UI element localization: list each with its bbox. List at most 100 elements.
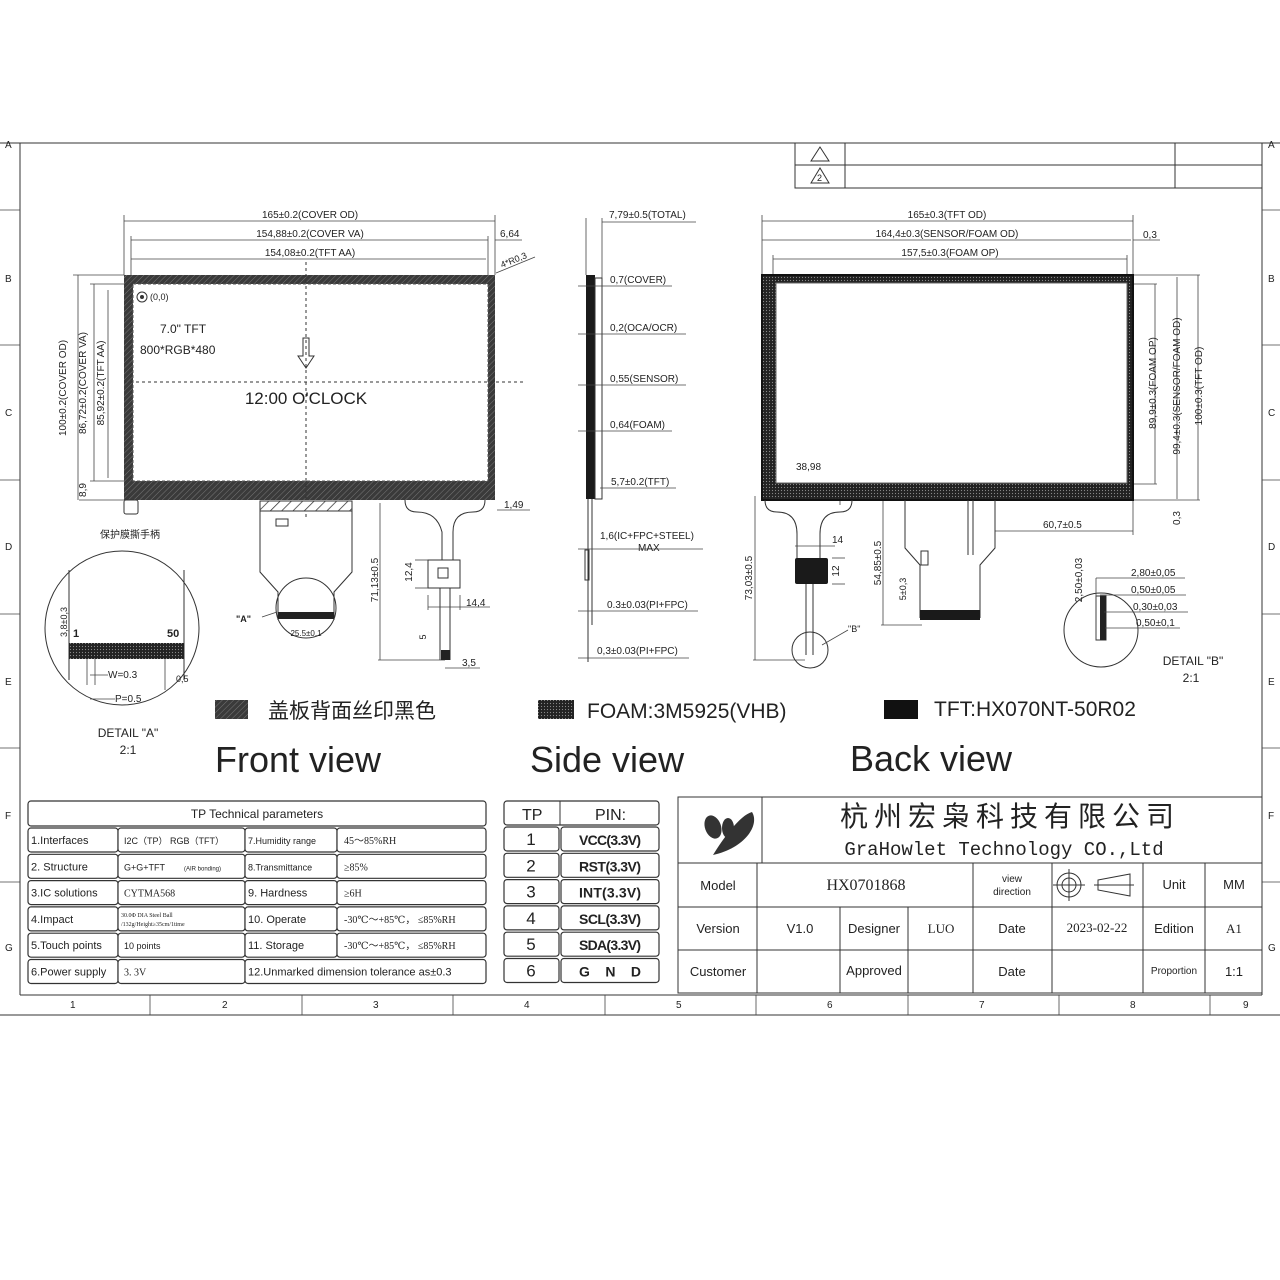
dim-cover-od-height: 100±0.2(COVER OD) (58, 340, 69, 436)
detail-a-pin-last: 50 (167, 628, 179, 640)
detail-a-pin-first: 1 (73, 628, 79, 640)
revision-triangle-icon (810, 167, 830, 184)
back-main-fpc (904, 500, 996, 618)
tp-param-value: 45～85%RH (344, 836, 396, 847)
tp-param-name: 3.IC solutions (31, 888, 98, 900)
tp-param-name: 8.Transmittance (248, 862, 312, 872)
revision-triangle-icon (810, 146, 830, 162)
dim-bottom-offset: 8,9 (78, 483, 89, 497)
row-letter: F (5, 811, 11, 822)
pin-number: 1 (526, 830, 535, 849)
company-name-en: GraHowlet Technology CO.,Ltd (844, 839, 1163, 861)
dim-corner-radius: 4*R0,3 (499, 250, 528, 270)
back-view: 165±0.3(TFT OD) 164,4±0.3(SENSOR/FOAM OD… (744, 210, 1223, 685)
back-dim-fpc2-x: 60,7±0.5 (1043, 520, 1082, 531)
back-tp-stiffener (795, 558, 828, 584)
tp-param-value: -30℃～+85℃， ≤85%RH (344, 915, 456, 926)
side-dim-total: 7,79±0.5(TOTAL) (609, 210, 686, 221)
row-letter: B (1268, 274, 1275, 285)
detail-b-dim: 0,50±0,05 (1131, 585, 1176, 596)
detail-b-dim: 2,80±0,05 (1131, 568, 1176, 579)
detail-b-marker: "B" (848, 624, 860, 634)
designer-value: LUO (928, 921, 955, 936)
tp-params-title: TP Technical parameters (191, 807, 323, 821)
side-view-title: Side view (530, 739, 685, 780)
col-number: 8 (1130, 1000, 1136, 1011)
company-logo (704, 812, 755, 855)
dim-stiffener-width: 14,4 (466, 598, 486, 609)
col-number: 7 (979, 1000, 985, 1011)
side-dim-max: MAX (638, 543, 660, 554)
detail-b-circle (1063, 592, 1139, 668)
detail-a-callout (275, 577, 337, 639)
row-letter: B (5, 274, 12, 285)
panel-size-label: 7.0" TFT (160, 322, 207, 336)
back-dim-fpc-length: 73,03±0.5 (744, 555, 755, 600)
back-dim-offset-bottom: 0,3 (1172, 511, 1183, 525)
detail-a-title: DETAIL "A" (98, 726, 159, 740)
pin-name: INT(3.3V) (579, 885, 641, 901)
side-tft-layer (594, 277, 603, 500)
col-number: 5 (676, 1000, 682, 1011)
unit-label: Unit (1162, 877, 1186, 892)
proportion-value: 1:1 (1225, 964, 1243, 979)
tp-param-value: 10 points (124, 941, 161, 951)
detail-a-pins (69, 643, 184, 659)
dim-offset-right: 6,64 (500, 229, 520, 240)
main-fpc (259, 511, 353, 620)
detail-b-callout (791, 631, 829, 669)
row-letter: E (1268, 677, 1275, 688)
back-dim-stiff-width: 14 (832, 535, 844, 546)
back-dim-tail: 5±0,3 (898, 578, 908, 600)
version-label: Version (696, 921, 739, 936)
revision-number: 2 (817, 173, 822, 183)
pin-name: GND (579, 964, 641, 980)
protective-film-tab-label: 保护膜撕手柄 (100, 528, 160, 541)
dim-fpc-length: 71,13±0.5 (370, 557, 381, 602)
row-letter: G (1268, 943, 1276, 954)
customer-label: Customer (690, 964, 747, 979)
side-dim-pi-fpc-2: 0,3±0.03(PI+FPC) (597, 646, 678, 657)
dim-tail-length: 5 (418, 634, 428, 639)
detail-b-title: DETAIL "B" (1163, 654, 1224, 668)
detail-a-height: 3,8±0,3 (59, 607, 69, 637)
back-dim-sensor-od-width: 164,4±0.3(SENSOR/FOAM OD) (876, 229, 1019, 240)
proportion-label: Proportion (1151, 966, 1197, 977)
tp-param-name: 9. Hardness (248, 888, 308, 900)
col-number: 2 (222, 1000, 228, 1011)
back-tp-fpc (764, 499, 853, 558)
back-foam-opening (775, 282, 1128, 484)
dim-connector-width: 25.5±0.1 (290, 629, 322, 638)
protective-film-tab (123, 499, 139, 515)
detail-a-marker: "A" (236, 614, 251, 624)
legend-swatch-hatch (215, 700, 248, 719)
dim-cover-od-width: 165±0.2(COVER OD) (262, 210, 358, 221)
front-view-title: Front view (215, 739, 382, 780)
approved-label: Approved (846, 963, 902, 978)
tp-param-name: 5.Touch points (31, 940, 102, 952)
dim-tail-width: 3,5 (462, 658, 476, 669)
detail-a-scale: 2:1 (120, 743, 137, 757)
row-letter: A (5, 140, 12, 151)
tp-param-value: CYTMA568 (124, 889, 175, 900)
date-value: 2023-02-22 (1067, 920, 1128, 935)
tp-param-value: ≥6H (344, 889, 362, 900)
tp-fpc-stiffener (427, 559, 461, 589)
col-number: 6 (827, 1000, 833, 1011)
tp-params-row: 3.IC solutions CYTMA568 9. Hardness ≥6H (27, 879, 487, 906)
dim-cover-va-height: 86,72±0.2(COVER VA) (78, 332, 89, 434)
pin-number: 4 (526, 909, 535, 928)
side-dim-foam: 0,64(FOAM) (610, 420, 665, 431)
detail-a-circle (44, 550, 200, 706)
pin-name: SCL(3.3V) (579, 911, 641, 927)
col-number: 9 (1243, 1000, 1249, 1011)
dim-stiffener-height: 12,4 (404, 562, 415, 582)
sheet-frame: A B C D E F G A B C D E F G 1 2 3 4 5 6 … (0, 140, 1280, 1016)
detail-b-height: 2,50±0,03 (1074, 557, 1085, 602)
revision-table: 2 (794, 142, 1263, 189)
